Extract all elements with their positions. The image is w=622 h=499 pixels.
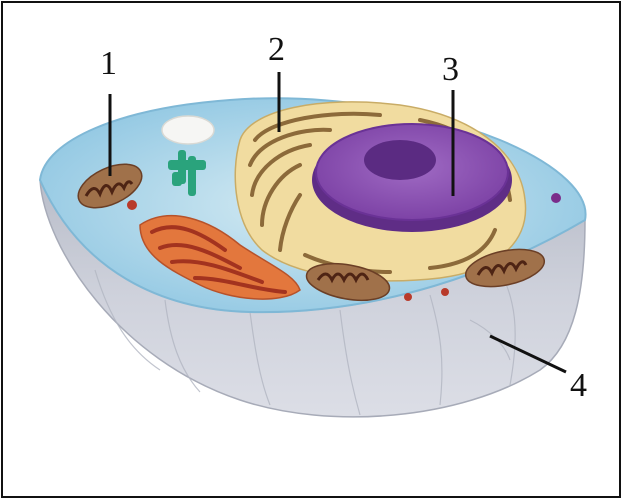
lysosome [162,116,214,144]
ribosome-dot [441,288,449,296]
ribosome-dot [404,293,412,301]
ribosome-dot [551,193,561,203]
ribosome-dot [127,200,137,210]
label-4: 4 [570,367,587,404]
label-1: 1 [100,45,117,82]
label-3: 3 [442,51,459,88]
nucleolus [364,140,436,180]
label-2: 2 [268,31,285,68]
nucleus [312,124,512,232]
